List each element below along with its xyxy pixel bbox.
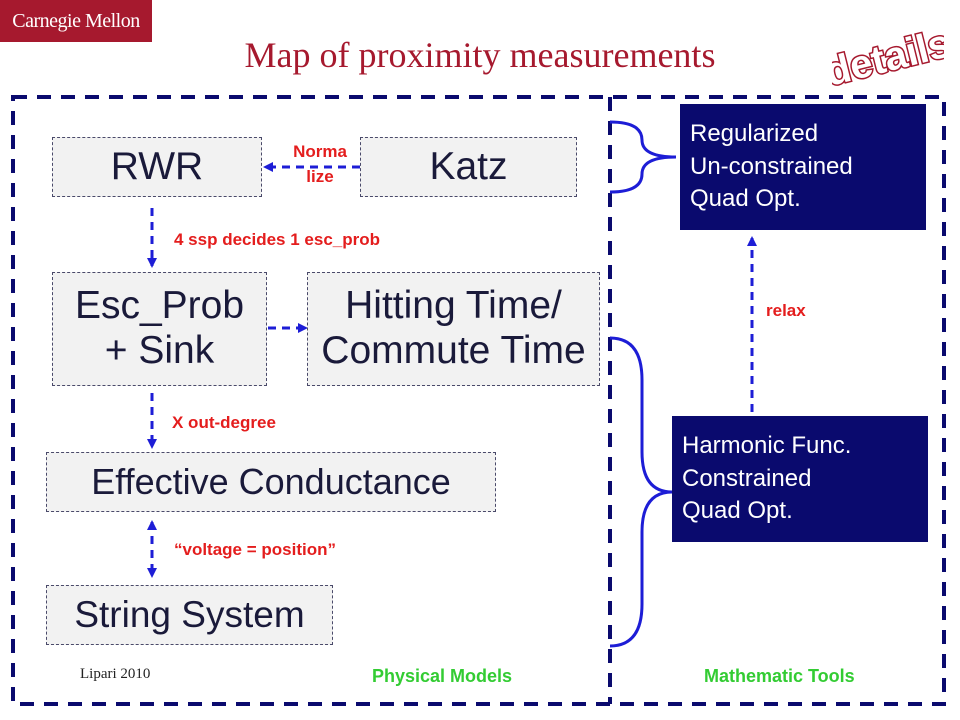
details-stamp: details <box>832 26 944 86</box>
label-normalize: Norma lize <box>293 142 347 186</box>
carnegie-mellon-logo: Carnegie Mellon <box>0 0 152 42</box>
brace-harmonic <box>609 336 673 648</box>
node-regularized: Regularized Un-constrained Quad Opt. <box>680 104 926 230</box>
label-out-degree: X out-degree <box>172 413 276 432</box>
node-esc-prob: Esc_Prob + Sink <box>52 272 267 386</box>
brace-regularized <box>609 120 677 194</box>
node-string-system: String System <box>46 585 333 645</box>
node-katz: Katz <box>360 137 577 197</box>
node-hitting-time: Hitting Time/ Commute Time <box>307 272 600 386</box>
node-harmonic: Harmonic Func. Constrained Quad Opt. <box>672 416 928 542</box>
footer-text: Lipari 2010 <box>80 666 151 682</box>
slide-title: Map of proximity measurements <box>244 35 716 75</box>
region-label-math: Mathematic Tools <box>704 666 855 686</box>
label-voltage: “voltage = position” <box>174 540 336 559</box>
region-border <box>11 95 946 706</box>
node-rwr: RWR <box>52 137 262 197</box>
node-effective-conductance: Effective Conductance <box>46 452 496 512</box>
label-ssp: 4 ssp decides 1 esc_prob <box>174 230 380 249</box>
region-label-physical: Physical Models <box>372 666 513 686</box>
label-relax: relax <box>766 301 806 320</box>
